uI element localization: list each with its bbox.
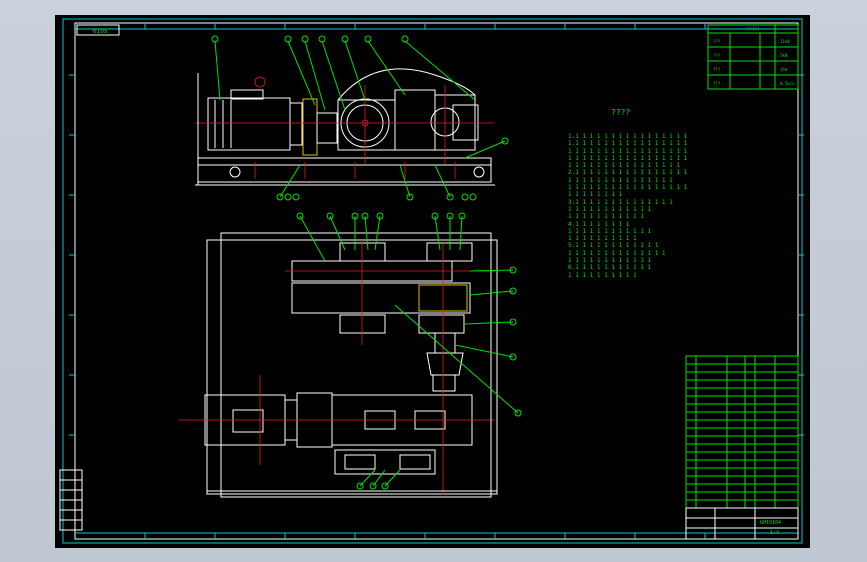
note-line: 5.1 1 1 1 1 1 1 1 1 1 1 1 <box>568 242 659 250</box>
svg-text:???: ??? <box>713 67 721 72</box>
note-line: 1 1 1 1 1 1 1 1 1 1 1 1 1 1 1 1 1 <box>568 147 688 155</box>
note-line: 2.1 1 1 1 1 1 1 1 1 1 1 1 1 1 1 1 1 <box>568 169 688 177</box>
technical-notes: ???? <box>611 108 630 117</box>
svg-text:16m: 16m <box>780 67 788 72</box>
svg-text:???: ??? <box>713 53 721 58</box>
notes-title: ???? <box>611 108 630 117</box>
svg-text:??????: ?????? <box>745 27 760 32</box>
front-view <box>195 35 509 201</box>
title-block-sub: 1:4 <box>770 530 779 536</box>
notes-list: 1.1 1 1 1 1 1 1 1 1 1 1 1 1 1 1 1 1 1 1.… <box>568 133 688 279</box>
revision-table <box>59 469 83 531</box>
svg-text:11kW: 11kW <box>780 39 790 44</box>
note-line: 1 1 1 1 1 1 1 1 1 1 1 1 1 1 1 1 <box>568 162 680 170</box>
note-line: 1 1 1 1 1 1 1 1 1 1 1 1 <box>568 227 652 235</box>
note-line: 1.1 1 1 1 1 1 1 1 1 1 1 1 1 1 1 1 <box>568 140 688 148</box>
drawing-sheet[interactable]: 0105 <box>55 15 810 548</box>
note-line: 1 1 1 1 1 1 1 1 1 1 1 1 1 1 1 <box>568 176 673 184</box>
svg-text:5kN: 5kN <box>780 53 788 58</box>
parameter-table: ?????? ??? 11kW ??? 5kN ??? 16m ??? 0.5m/s <box>707 24 799 90</box>
note-line: 1 1 1 1 1 1 1 1 1 1 1 1 1 1 1 1 1 <box>568 184 688 192</box>
svg-text:0.5m/s: 0.5m/s <box>780 81 795 86</box>
note-line: 1 1 1 1 1 1 1 1 1 1 <box>568 271 637 279</box>
code-stamp: 0105 <box>93 28 108 35</box>
note-line: 1 1 1 1 1 1 1 1 1 1 1 1 <box>568 257 652 265</box>
svg-text:???: ??? <box>713 39 721 44</box>
note-line: 1 1 1 1 1 1 1 1 1 1 1 1 <box>568 205 652 213</box>
note-line: 6.1 1 1 1 1 1 1 1 1 1 1 <box>568 264 652 272</box>
border-frame <box>74 22 799 540</box>
title-block-code: GH10104 <box>760 520 781 526</box>
drawing-canvas: 0105 <box>59 18 804 544</box>
svg-text:???: ??? <box>713 81 721 86</box>
note-line: 1 1 1 1 1 1 1 1 1 1 <box>568 235 637 243</box>
note-line: 1 1 1 1 1 1 1 1 1 1 1 <box>568 213 644 221</box>
note-line: 1.1 1 1 1 1 1 1 1 1 1 1 1 1 1 1 1 1 1 <box>568 133 688 140</box>
note-line: 1 1 1 1 1 1 1 1 1 1 1 1 1 1 <box>568 249 666 257</box>
bill-of-materials: GH10104 1:4 <box>685 355 799 540</box>
note-line: 4.1 1 1 1 1 1 1 1 <box>568 220 630 228</box>
note-line: 3.1 1 1 1 1 1 1 1 1 1 1 1 1 1 <box>568 198 673 206</box>
note-line: 1 1 1 1 1 1 1 1 1 1 1 1 1 1 1 1 1 1 <box>568 154 688 162</box>
note-line: 1 1 1 1 1 1 1 1 <box>568 191 623 199</box>
top-view <box>179 212 522 498</box>
